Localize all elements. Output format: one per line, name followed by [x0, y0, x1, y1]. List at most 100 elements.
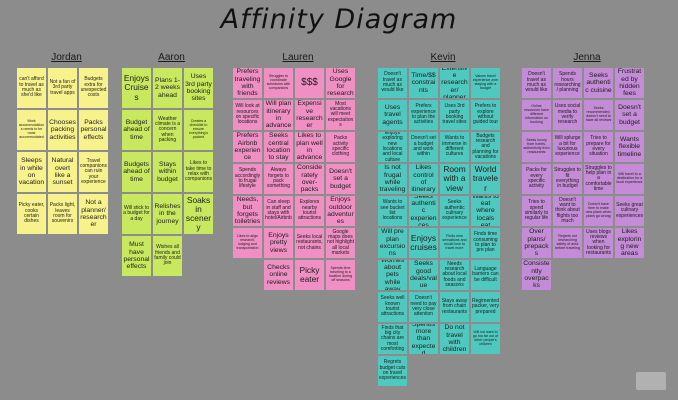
sticky-note[interactable]: Stays within budget — [153, 152, 182, 192]
sticky-note[interactable]: Picky eater — [295, 260, 324, 290]
sticky-note[interactable]: Not a fan of 3rd party travel apps — [48, 68, 77, 108]
sticky-note[interactable]: Wants flexible timeline — [615, 132, 644, 162]
sticky-note[interactable]: Enjoys cruises — [409, 228, 438, 258]
sticky-note[interactable]: Prefers experience to plan the activitie… — [409, 100, 438, 130]
sticky-note[interactable]: Finds new sensations and would love to t… — [440, 228, 469, 258]
sticky-note[interactable]: Packs for every specific activity — [522, 164, 551, 194]
sticky-note[interactable]: Seeks well known tourist attractions — [378, 292, 407, 322]
sticky-note[interactable]: Language barriers can be difficult — [471, 260, 500, 290]
sticky-note[interactable]: Spends time traveling to a location duri… — [326, 260, 355, 290]
sticky-note[interactable]: Consistently overpacks — [522, 260, 551, 290]
sticky-note[interactable]: Most vacations will meet expectations — [326, 100, 355, 130]
sticky-note[interactable]: Uses blogs reviews when looking for rest… — [584, 228, 613, 258]
sticky-note[interactable]: Doesn't set a budget and work within — [409, 132, 438, 162]
sticky-note[interactable]: Wishes all friends and family could join — [153, 236, 182, 276]
sticky-note[interactable]: Will look at resources on specific locat… — [233, 100, 262, 130]
sticky-note[interactable]: Prefers to explore without guided tour — [471, 100, 500, 130]
sticky-note[interactable]: can't afford to travel as much as she'd … — [17, 68, 46, 108]
sticky-note[interactable]: Extensive researcher/ planner — [440, 68, 469, 98]
sticky-note[interactable]: Always forgets to pack something — [264, 164, 293, 194]
sticky-note[interactable]: Stays away from chain restaurants — [440, 292, 469, 322]
sticky-note[interactable]: Budgets research and planning for vacati… — [471, 132, 500, 162]
sticky-note[interactable]: Relishes in the journey — [153, 194, 182, 234]
sticky-note[interactable]: Sleeps in while on vacation — [17, 152, 46, 192]
sticky-note[interactable]: Seeks great culinary experiences — [615, 196, 644, 226]
sticky-note[interactable]: Spends more than expected — [409, 324, 438, 354]
sticky-note[interactable]: Doesn't set a budget — [326, 164, 355, 194]
sticky-note[interactable]: Creates a checklist to ensure everything… — [184, 110, 213, 150]
sticky-note[interactable]: Needs research about local foods and sea… — [440, 260, 469, 290]
sticky-note[interactable]: Uses social media to verify research — [553, 100, 582, 130]
sticky-note[interactable]: Tries to spend similarly to regular life — [522, 196, 551, 226]
sticky-note[interactable]: Needs, but forgets toiletries — [233, 196, 262, 226]
sticky-note[interactable]: Weather climate is a concern when packin… — [153, 110, 182, 150]
sticky-note[interactable]: Will plan itinerary in advance — [264, 100, 293, 130]
sticky-note[interactable]: Seeks central location to stay — [264, 132, 293, 162]
sticky-note[interactable]: Over plans/ prepacks — [522, 228, 551, 258]
sticky-note[interactable]: Seeks luxury from hotels, authenticity f… — [522, 132, 551, 162]
sticky-note[interactable]: World traveler — [471, 164, 500, 194]
sticky-note[interactable]: Wants to immerse in different cultures — [440, 132, 469, 162]
sticky-note[interactable]: Doesn't need to pay very close attention — [409, 292, 438, 322]
sticky-note[interactable]: Wants to eat where locals eat — [471, 196, 500, 226]
sticky-note[interactable]: Seeks good deals/value — [409, 260, 438, 290]
sticky-note[interactable]: Enjoys exploring new locations and local… — [378, 132, 407, 162]
sticky-note[interactable]: Struggles to fit everything in budget — [553, 164, 582, 194]
sticky-note[interactable]: Struggles to help plan in a comfortable … — [584, 164, 613, 194]
sticky-note[interactable]: Will splurge a bit for luxurious experie… — [553, 132, 582, 162]
sticky-note[interactable]: Uses Google for research — [326, 68, 355, 98]
sticky-note[interactable]: Chooses packing activities — [48, 110, 77, 150]
sticky-note[interactable]: Can sleep in staff and stays with hotel/… — [264, 196, 293, 226]
sticky-note[interactable]: Doesn't want to think about flights too … — [553, 196, 582, 226]
sticky-note[interactable]: Likes exploring new areas — [615, 228, 644, 258]
sticky-note[interactable]: Considerately over-packs — [295, 164, 324, 194]
sticky-note[interactable]: Not a planner/ researcher — [79, 194, 108, 234]
sticky-note[interactable]: Packs light, leaves room for souvenirs — [48, 194, 77, 234]
sticky-note[interactable]: Do not travel with children — [440, 324, 469, 354]
sticky-note[interactable]: Enjoys pretty views — [264, 228, 293, 258]
sticky-note[interactable]: Values travel experience over staying wi… — [471, 68, 500, 98]
sticky-note[interactable]: Must have personal effects — [122, 236, 151, 276]
sticky-note[interactable]: Packs personal effects — [79, 110, 108, 150]
sticky-note[interactable]: Online resources have different informat… — [522, 100, 551, 130]
sticky-note[interactable]: Worries about pets while away — [378, 260, 407, 290]
sticky-note[interactable]: Budgets extra for unexpected costs — [79, 68, 108, 108]
sticky-note[interactable]: Google maps does not highlight all local… — [326, 228, 355, 258]
sticky-note[interactable]: Picky eater, cooks certain dishes — [17, 194, 46, 234]
sticky-note[interactable]: Plans 1-2 weeks ahead — [153, 68, 182, 108]
sticky-note[interactable]: Will stick to a budget for a day — [122, 194, 151, 234]
sticky-note[interactable]: Natural overt like a sunset — [48, 152, 77, 192]
sticky-note[interactable]: Will pre plan excursions — [378, 228, 407, 258]
sticky-note[interactable]: Likes to plan well in advance — [295, 132, 324, 162]
sticky-note[interactable]: Seeks local restaurants, not chains — [295, 228, 324, 258]
sticky-note[interactable]: Finds that big city chains are most comf… — [378, 324, 407, 354]
sticky-note[interactable]: Travel companions can ruin your experien… — [79, 152, 108, 192]
sticky-note[interactable]: Work accommodations needs to be most acc… — [17, 110, 46, 150]
sticky-note[interactable]: Will not want to go too far out of other… — [471, 324, 500, 354]
sticky-note[interactable]: Explores nearby tourist attractions — [295, 196, 324, 226]
sticky-note[interactable]: Room with a view — [440, 164, 469, 194]
sticky-note[interactable]: Budget ahead of time — [122, 110, 151, 150]
sticky-note[interactable]: Finds time consuming to plan to pre plan — [471, 228, 500, 258]
sticky-note[interactable]: $$$ — [295, 68, 324, 98]
sticky-note[interactable]: Prefers traveling with friends — [233, 68, 262, 98]
sticky-note[interactable]: Seeks authentic cuisine — [584, 68, 613, 98]
sticky-note[interactable]: Tries to prepare for every situation — [584, 132, 613, 162]
sticky-note[interactable]: Frustrated by hidden fees — [615, 68, 644, 98]
sticky-note[interactable]: Prefers Airbnb experience — [233, 132, 262, 162]
sticky-note[interactable]: Seeks recommended, doesn't need to have … — [584, 100, 613, 130]
sticky-note[interactable]: Likes control of itinerary — [409, 164, 438, 194]
sticky-note[interactable]: Doesn't travel as much as would like — [522, 68, 551, 98]
sticky-note[interactable]: Time/$$ constraints — [409, 68, 438, 98]
sticky-note[interactable]: Enjoys Cruises — [122, 68, 151, 108]
sticky-note[interactable]: Regimented packer, very prepared — [471, 292, 500, 322]
sticky-note[interactable]: Wants to see bucket list locations — [378, 196, 407, 226]
sticky-note[interactable]: Spends accordingly to frugal lifestyle — [233, 164, 262, 194]
sticky-note[interactable]: Seeks authentic culinary experience — [440, 196, 469, 226]
sticky-note[interactable]: Seeks authentic experiences — [409, 196, 438, 226]
sticky-note[interactable]: Uses 3rd party booking travel sites — [440, 100, 469, 130]
sticky-note[interactable]: Budgets ahead of time — [122, 152, 151, 192]
sticky-note[interactable]: Likes to take time to relax with compani… — [184, 152, 213, 192]
sticky-note[interactable]: Doesn't set a budget — [615, 100, 644, 130]
sticky-note[interactable]: Doesn't travel as much as would like — [378, 68, 407, 98]
